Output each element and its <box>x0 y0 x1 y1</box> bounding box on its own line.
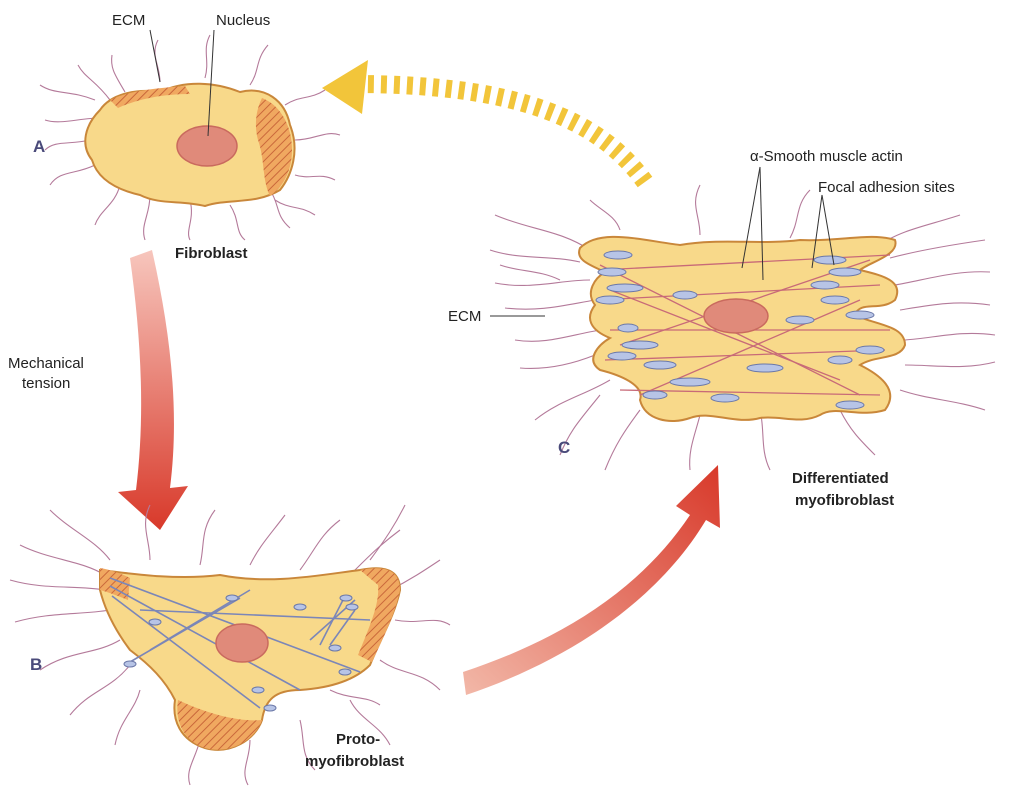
cell-a-nucleus <box>177 126 237 166</box>
nucleus-label: Nucleus <box>216 12 270 29</box>
ecm-a-label: ECM <box>112 12 145 29</box>
proto-label-line2: myofibroblast <box>305 753 404 770</box>
stage-c-letter: C <box>558 438 570 457</box>
mechanical-tension-arrow <box>118 250 188 530</box>
focal-adhesion-label: Focal adhesion sites <box>818 179 955 196</box>
proto-label-line1: Proto- <box>336 731 380 748</box>
differentiation-arrow <box>463 465 720 695</box>
alpha-sma-label: α-Smooth muscle actin <box>750 148 903 165</box>
differentiated-label-line1: Differentiated <box>792 470 889 487</box>
tension-label-line1: Mechanical <box>8 355 84 372</box>
fibroblast-label: Fibroblast <box>175 245 248 262</box>
stage-b-letter: B <box>30 655 42 674</box>
dedifferentiation-arrow <box>322 60 645 182</box>
tension-label-line2: tension <box>22 375 70 392</box>
stage-a-letter: A <box>33 137 45 156</box>
ecm-c-label: ECM <box>448 308 481 325</box>
cell-b-nucleus <box>216 624 268 662</box>
cell-c-nucleus <box>704 299 768 333</box>
ecm-a-leader <box>150 30 160 82</box>
differentiated-label-line2: myofibroblast <box>795 492 894 509</box>
